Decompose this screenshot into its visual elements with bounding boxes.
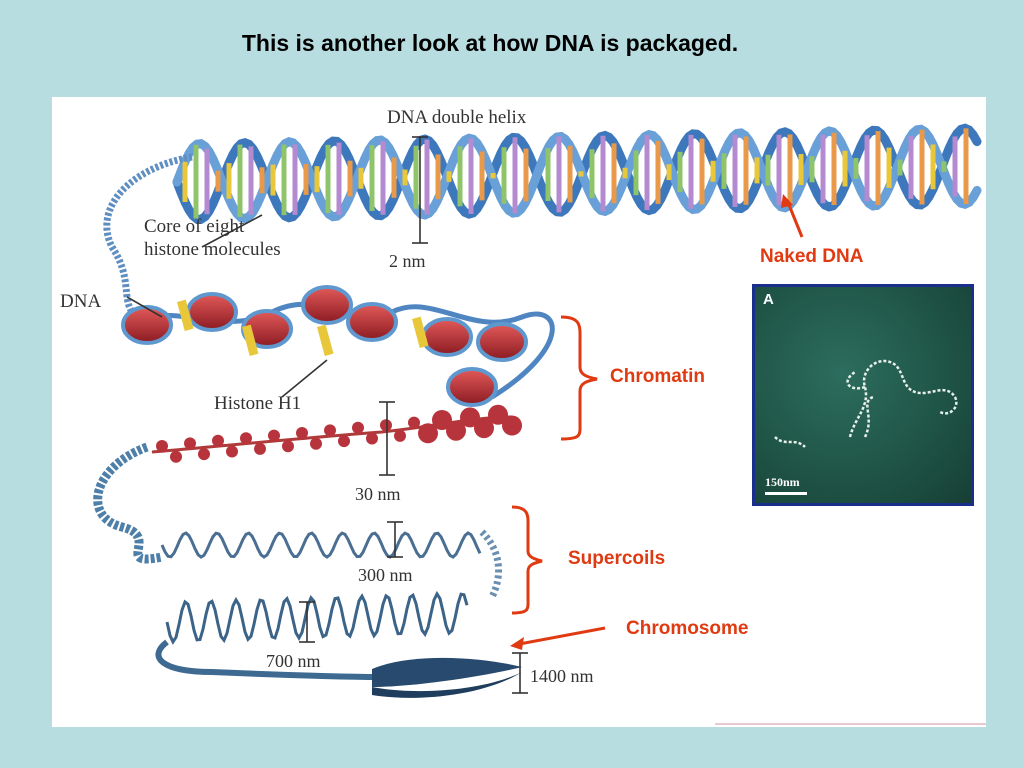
fiber-bead <box>502 415 522 436</box>
label-2nm: 2 nm <box>389 251 426 271</box>
label-core-line1: Core of eight <box>144 216 245 237</box>
nucleosome <box>421 317 473 357</box>
label-300nm: 300 nm <box>358 565 413 585</box>
histone-h1-marker <box>177 299 194 331</box>
callout-chromosome: Chromosome <box>626 618 749 639</box>
micrograph-dna-strand <box>774 359 958 448</box>
fiber-bead <box>184 437 196 450</box>
core-leader-line <box>201 214 263 248</box>
label-double-helix: DNA double helix <box>387 107 527 128</box>
histone-h1-marker <box>412 316 429 348</box>
fiber-bead <box>296 427 308 439</box>
nucleosome-chain <box>121 285 555 407</box>
fiber-bead <box>268 429 280 442</box>
nucleosome <box>446 367 498 407</box>
slide-title: This is another look at how DNA is packa… <box>241 30 739 56</box>
label-1400nm: 1400 nm <box>530 666 594 686</box>
chromosome-arrowhead <box>510 637 524 650</box>
callout-chromatin: Chromatin <box>610 366 705 387</box>
histone-h1-marker <box>316 324 334 356</box>
supercoils-bracket <box>511 505 543 615</box>
fiber-bead <box>282 440 294 453</box>
dna-leader-line <box>126 296 163 318</box>
fiber-bead <box>380 419 392 432</box>
chromosome-shape <box>372 657 522 698</box>
naked-dna-arrowhead <box>781 194 793 208</box>
callout-supercoils: Supercoils <box>568 548 666 569</box>
fiber-bead <box>156 440 168 452</box>
naked-dna-arrow <box>785 199 804 238</box>
fiber-bead <box>474 418 494 439</box>
fiber-bead <box>198 448 210 461</box>
fiber-bead <box>460 407 480 428</box>
label-histone-h1: Histone H1 <box>214 393 301 414</box>
supercoil-700 <box>155 590 469 680</box>
fiber-bead <box>394 429 406 442</box>
double-helix <box>172 123 982 224</box>
nucleosome <box>346 302 398 342</box>
nucleosome <box>121 305 173 345</box>
dna-packaging-illustration: DNA double helix 2 nm Core of eight hist… <box>60 107 982 698</box>
dna-strand-tail <box>103 153 193 314</box>
callout-naked-dna: Naked DNA <box>760 246 864 267</box>
electron-micrograph: A 150nm <box>752 284 974 506</box>
fiber-bead <box>310 437 322 450</box>
fiber-bead <box>324 424 336 437</box>
fiber-bead <box>408 416 420 429</box>
fiber-bead <box>254 442 266 455</box>
label-dna: DNA <box>60 291 101 312</box>
fiber-bead <box>488 404 508 425</box>
chromosome-arrow <box>513 626 606 647</box>
micrograph-panel-label: A <box>763 291 774 308</box>
micrograph-scale-bar <box>765 492 807 495</box>
fiber-bead <box>418 423 438 444</box>
chromatin-bracket <box>560 315 598 441</box>
panel-divider <box>715 723 986 725</box>
nucleosome <box>476 322 528 362</box>
thirty-nm-fiber <box>151 404 522 463</box>
micrograph-scale-label: 150nm <box>765 475 800 489</box>
label-30nm: 30 nm <box>355 484 401 504</box>
fiber-bead <box>170 450 182 463</box>
fiber-bead <box>432 410 452 430</box>
fiber-bead <box>212 434 224 447</box>
nucleosome <box>186 292 238 332</box>
label-700nm: 700 nm <box>266 651 321 671</box>
fiber-bead <box>352 421 364 434</box>
fiber-bead <box>240 432 252 445</box>
fiber-bead <box>338 435 350 448</box>
supercoil-300 <box>93 442 503 599</box>
h1-leader-line <box>281 359 328 398</box>
fiber-bead <box>366 432 378 445</box>
label-core-line2: histone molecules <box>144 239 281 260</box>
fiber-bead <box>446 420 466 441</box>
histone-h1-marker <box>241 324 259 356</box>
nucleosome <box>301 285 353 325</box>
fiber-bead <box>226 445 238 458</box>
